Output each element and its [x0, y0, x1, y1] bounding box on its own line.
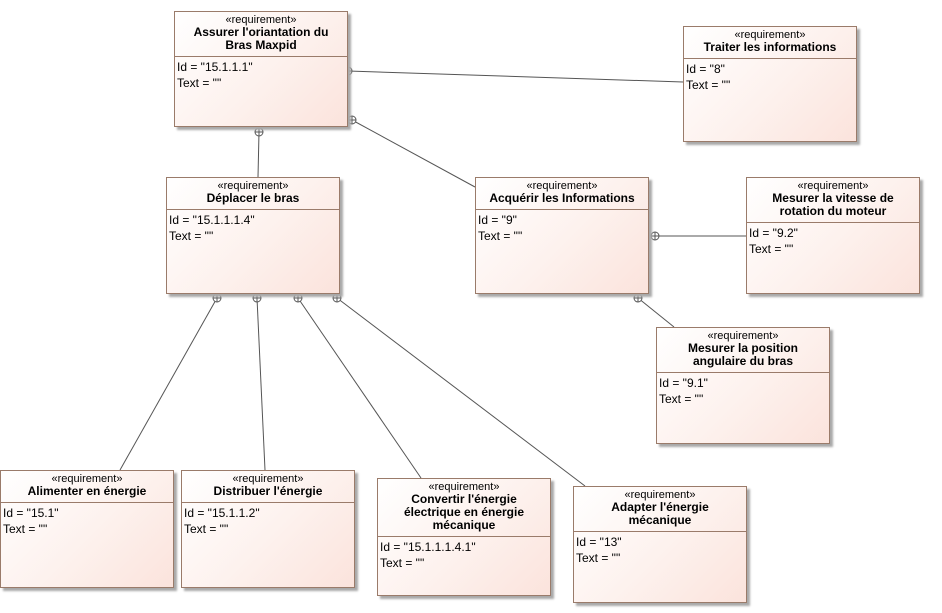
containment-anchor-icon [254, 127, 264, 137]
requirement-id: Id = "8" [686, 62, 725, 76]
requirement-name: Acquérir les Informations [489, 191, 635, 205]
requirement-text: Text = "" [169, 229, 214, 243]
requirement-text: Text = "" [749, 242, 794, 256]
containment-line[interactable] [347, 70, 684, 83]
requirement-name: Adapter l'énergie mécanique [611, 500, 709, 527]
requirement-header: «requirement» Traiter les informations [684, 27, 856, 59]
requirement-box[interactable]: «requirement» Déplacer le bras Id = "15.… [166, 177, 340, 294]
stereotype-label: «requirement» [707, 330, 779, 342]
requirement-header: «requirement» Acquérir les Informations [476, 178, 648, 210]
requirement-id: Id = "9" [478, 213, 517, 227]
containment-line[interactable] [351, 119, 476, 188]
requirement-box[interactable]: «requirement» Mesurer la position angula… [656, 327, 830, 444]
containment-line[interactable] [336, 297, 586, 487]
requirement-header: «requirement» Adapter l'énergie mécaniqu… [574, 487, 746, 532]
stereotype-label: «requirement» [734, 29, 806, 41]
containment-anchor-icon [293, 293, 303, 303]
requirement-text: Text = "" [576, 551, 621, 565]
requirement-name: Mesurer la vitesse de rotation du moteur [772, 191, 894, 218]
requirement-box[interactable]: «requirement» Alimenter en énergie Id = … [0, 470, 174, 588]
stereotype-label: «requirement» [217, 180, 289, 192]
requirement-name: Alimenter en énergie [27, 484, 147, 498]
containment-anchor-icon [650, 231, 660, 241]
stereotype-label: «requirement» [51, 473, 123, 485]
containment-anchor-icon [347, 115, 357, 125]
requirement-box[interactable]: «requirement» Traiter les informations I… [683, 26, 857, 142]
requirement-text: Text = "" [177, 76, 222, 90]
requirement-name: Déplacer le bras [206, 191, 300, 205]
stereotype-label: «requirement» [797, 180, 869, 192]
requirement-header: «requirement» Mesurer la position angula… [657, 328, 829, 373]
stereotype-label: «requirement» [225, 14, 297, 26]
requirement-id: Id = "15.1.1.1" [177, 60, 253, 74]
requirement-name: Assurer l'oriantation du Bras Maxpid [193, 25, 329, 52]
requirement-id: Id = "15.1" [3, 506, 59, 520]
requirement-box[interactable]: «requirement» Distribuer l'énergie Id = … [181, 470, 355, 588]
containment-line[interactable] [257, 131, 260, 178]
requirement-text: Text = "" [686, 78, 731, 92]
requirement-id: Id = "15.1.1.2" [184, 506, 260, 520]
requirement-box[interactable]: «requirement» Adapter l'énergie mécaniqu… [573, 486, 747, 603]
requirement-id: Id = "15.1.1.1.4.1" [380, 540, 476, 554]
containment-line[interactable] [119, 297, 218, 471]
containment-anchor-icon [212, 293, 222, 303]
requirement-text: Text = "" [184, 522, 229, 536]
requirement-name: Mesurer la position angulaire du bras [687, 341, 799, 368]
containment-line[interactable] [637, 297, 675, 328]
containment-line[interactable] [297, 297, 422, 479]
requirement-box[interactable]: «requirement» Assurer l'oriantation du B… [174, 11, 348, 127]
containment-anchor-icon [332, 293, 342, 303]
containment-anchor-icon [633, 293, 643, 303]
requirement-id: Id = "9.2" [749, 226, 798, 240]
requirement-id: Id = "15.1.1.1.4" [169, 213, 255, 227]
requirement-header: «requirement» Assurer l'oriantation du B… [175, 12, 347, 57]
requirement-text: Text = "" [478, 229, 523, 243]
requirement-id: Id = "9.1" [659, 376, 708, 390]
requirement-name: Distribuer l'énergie [213, 484, 323, 498]
requirement-header: «requirement» Convertir l'énergie électr… [378, 479, 550, 537]
stereotype-label: «requirement» [526, 180, 598, 192]
containment-anchor-icon [252, 293, 262, 303]
requirement-id: Id = "13" [576, 535, 622, 549]
stereotype-label: «requirement» [232, 473, 304, 485]
requirement-name: Traiter les informations [703, 40, 837, 54]
requirement-text: Text = "" [380, 556, 425, 570]
stereotype-label: «requirement» [624, 489, 696, 501]
requirement-header: «requirement» Alimenter en énergie [1, 471, 173, 503]
requirement-name: Convertir l'énergie électrique en énergi… [403, 492, 525, 532]
stereotype-label: «requirement» [428, 481, 500, 493]
requirement-header: «requirement» Mesurer la vitesse de rota… [747, 178, 919, 223]
requirement-box[interactable]: «requirement» Mesurer la vitesse de rota… [746, 177, 920, 294]
containment-line[interactable] [256, 297, 266, 471]
requirement-header: «requirement» Déplacer le bras [167, 178, 339, 210]
requirement-header: «requirement» Distribuer l'énergie [182, 471, 354, 503]
requirement-box[interactable]: «requirement» Convertir l'énergie électr… [377, 478, 551, 596]
requirement-box[interactable]: «requirement» Acquérir les Informations … [475, 177, 649, 294]
requirement-text: Text = "" [3, 522, 48, 536]
requirement-text: Text = "" [659, 392, 704, 406]
